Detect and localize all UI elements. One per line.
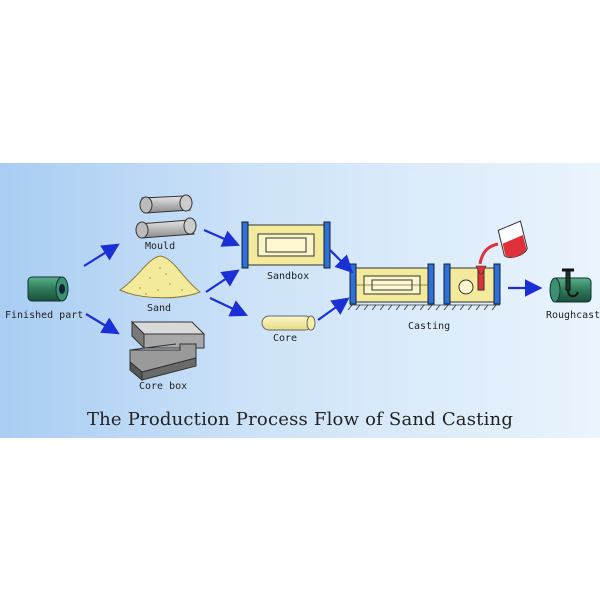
arrow-core-to-casting (317, 297, 350, 321)
arrow-part-to-corebox (85, 313, 120, 335)
label-sand: Sand (147, 303, 172, 314)
arrow-sand-to-core (209, 297, 248, 317)
arrow-sandbox-to-casting (329, 249, 354, 274)
diagram-title: The Production Process Flow of Sand Cast… (86, 409, 514, 430)
label-core-box: Core box (139, 381, 188, 392)
arrow-mould-to-sandbox (203, 228, 241, 247)
label-core: Core (273, 333, 298, 344)
sandbox-icon (241, 221, 331, 269)
arrow-sand-to-sandbox (205, 269, 240, 293)
pouring-flask-icon (443, 263, 501, 305)
casting-flask-icon (349, 263, 435, 305)
core-box-icon (129, 320, 206, 382)
sand-pile-icon (118, 255, 201, 299)
arrow-part-to-mould (83, 243, 120, 267)
ladle-icon (478, 220, 528, 265)
ground-hatching (347, 304, 500, 311)
core-icon (261, 315, 316, 331)
label-mould: Mould (145, 241, 176, 252)
mould-icon (135, 194, 197, 239)
label-sandbox: Sandbox (267, 271, 310, 282)
finished-part-icon (27, 276, 69, 302)
label-roughcast: Roughcast (546, 310, 600, 321)
label-finished-part: Finished part (5, 310, 84, 321)
label-casting: Casting (408, 321, 451, 332)
roughcast-icon (549, 268, 592, 303)
flow-arrows (83, 228, 543, 335)
